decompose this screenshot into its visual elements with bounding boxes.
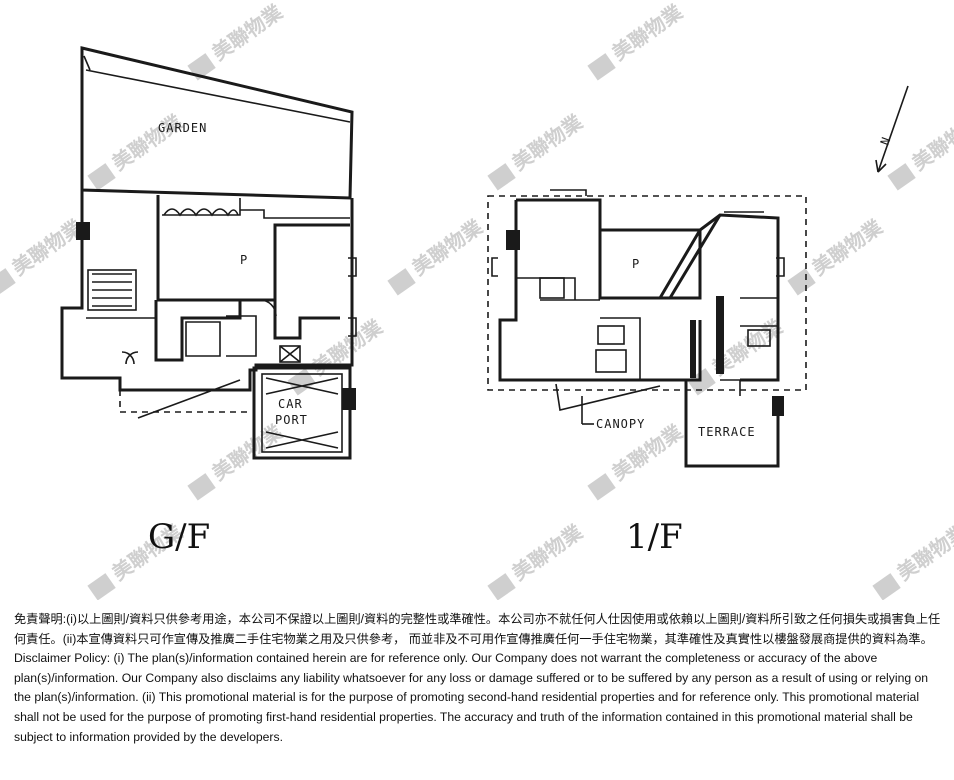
watermark-text: 美聯物業 bbox=[507, 519, 587, 585]
disclaimer-block: 免責聲明:(i)以上圖則/資料只供參考用途，本公司不保證以上圖則/資料的完整性或… bbox=[14, 610, 944, 747]
watermark-text: 美聯物業 bbox=[807, 214, 887, 280]
canopy-label: CANOPY bbox=[596, 417, 645, 431]
canopy-shape bbox=[555, 383, 661, 411]
watermark-text: 美聯物業 bbox=[107, 109, 187, 175]
north-arrow: N bbox=[875, 85, 909, 173]
disclaimer-english: Disclaimer Policy: (i) The plan(s)/infor… bbox=[14, 651, 929, 744]
watermark-text: 美聯物業 bbox=[207, 0, 287, 65]
watermark-text: 美聯物業 bbox=[907, 109, 954, 175]
gf-floor-label: G/F bbox=[148, 517, 210, 557]
terrace-boundary bbox=[684, 380, 780, 468]
disclaimer-chinese: 免責聲明:(i)以上圖則/資料只供參考用途，本公司不保證以上圖則/資料的完整性或… bbox=[14, 612, 941, 646]
ground-floor-outer-wall bbox=[60, 190, 354, 392]
watermark-text: 美聯物業 bbox=[507, 109, 587, 175]
garden-boundary bbox=[80, 46, 354, 200]
ff-floor-label: 1/F bbox=[626, 517, 683, 557]
watermark-text: 美聯物業 bbox=[607, 0, 687, 65]
carport-label-line1: CAR bbox=[278, 397, 303, 411]
gf-pool-label: P bbox=[240, 253, 248, 267]
watermark-text: 美聯物業 bbox=[7, 214, 87, 280]
carport-label-line2: PORT bbox=[275, 413, 308, 427]
ff-pool-label: P bbox=[632, 257, 640, 271]
terrace-label: TERRACE bbox=[698, 425, 756, 439]
floor-plan: 美聯物業 美聯物業 美聯物業 美聯物業 美聯物業 美聯物業 美聯物業 美聯物業 … bbox=[0, 0, 954, 600]
first-floor-plan: P CANOPY TERRACE 1/F bbox=[487, 189, 807, 557]
carport bbox=[252, 366, 352, 460]
watermark-text: 美聯物業 bbox=[407, 214, 487, 280]
ground-floor-plan: GARDEN P CAR PORT G/F bbox=[60, 46, 357, 557]
watermark-text: 美聯物業 bbox=[307, 314, 387, 380]
garden-label: GARDEN bbox=[158, 121, 207, 135]
roof-outline bbox=[487, 195, 807, 391]
watermark-text: 美聯物業 bbox=[892, 519, 954, 585]
watermark-group: 美聯物業 美聯物業 美聯物業 美聯物業 美聯物業 美聯物業 美聯物業 美聯物業 … bbox=[0, 0, 954, 600]
